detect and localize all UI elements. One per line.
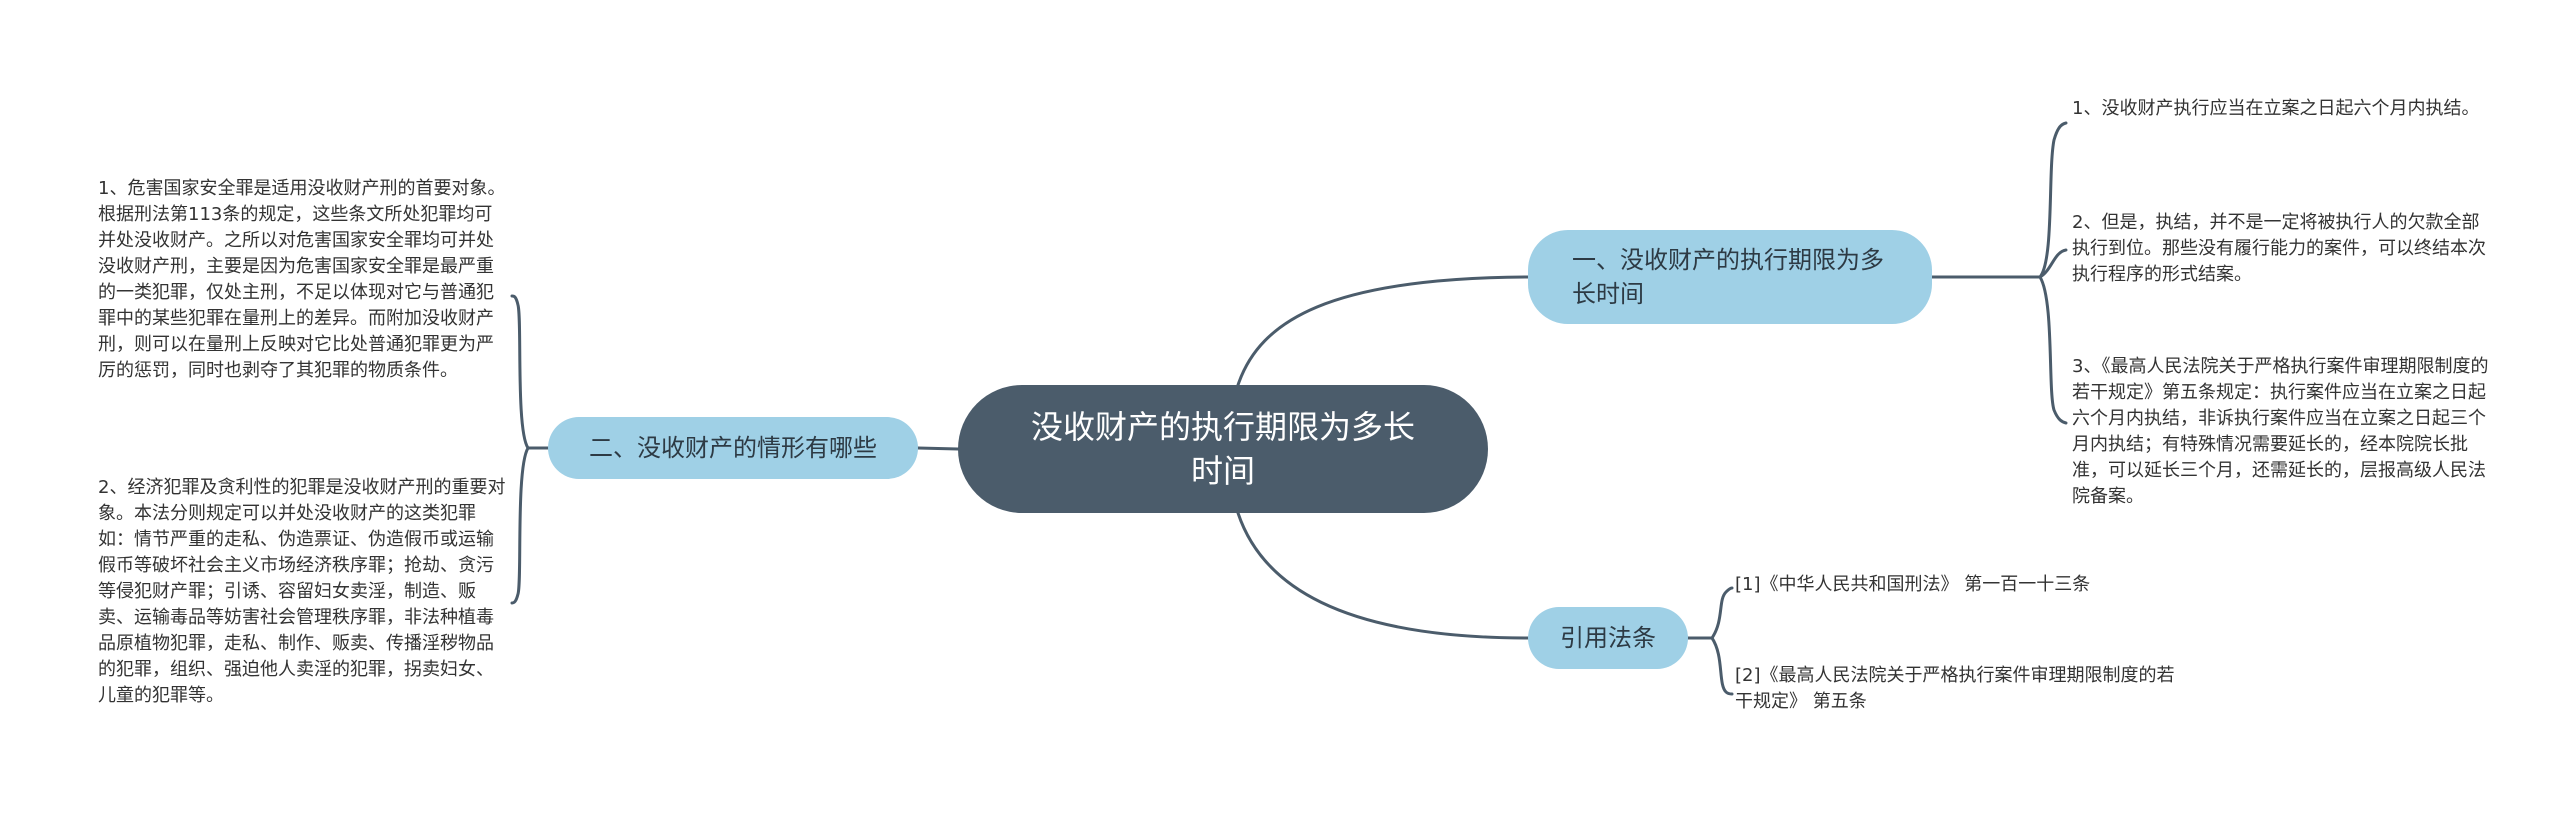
central-topic-label: 没收财产的执行期限为多长时间 bbox=[1030, 408, 1415, 490]
connector-topic-1-leaf-3 bbox=[2038, 275, 2068, 425]
connector-center-topic-2 bbox=[916, 446, 960, 451]
connector-topic-2-leaf-1 bbox=[510, 294, 530, 450]
topic-cited-laws-label: 引用法条 bbox=[1560, 624, 1656, 652]
topic-execution-period[interactable]: 一、没收财产的执行期限为多长时间 bbox=[1528, 230, 1932, 324]
connector-topic-3-leaf-2 bbox=[1710, 636, 1734, 696]
leaf-confiscation-cases-2[interactable]: 2、经济犯罪及贪利性的犯罪是没收财产刑的重要对象。本法分则规定可以并处没收财产的… bbox=[98, 477, 506, 706]
leaf-cited-law-1[interactable]: [1]《中华人民共和国刑法》 第一百一十三条 bbox=[1735, 574, 2091, 595]
leaf-cited-law-2[interactable]: [2]《最高人民法院关于严格执行案件审理期限制度的若干规定》 第五条 bbox=[1735, 665, 2175, 712]
connector-topic-1-leaf-1 bbox=[2038, 121, 2068, 279]
topic-execution-period-label: 一、没收财产的执行期限为多长时间 bbox=[1572, 246, 1884, 308]
topic-cited-laws[interactable]: 引用法条 bbox=[1528, 607, 1688, 669]
topic-confiscation-cases[interactable]: 二、没收财产的情形有哪些 bbox=[548, 417, 918, 479]
connector-center-topic-1 bbox=[1236, 275, 1530, 387]
connector-topic-1-leaf-2 bbox=[2038, 248, 2068, 279]
central-topic[interactable]: 没收财产的执行期限为多长时间 bbox=[958, 385, 1488, 513]
leaf-execution-period-2[interactable]: 2、但是，执结，并不是一定将被执行人的欠款全部执行到位。那些没有履行能力的案件，… bbox=[2072, 212, 2486, 285]
leaf-execution-period-1[interactable]: 1、没收财产执行应当在立案之日起六个月内执结。 bbox=[2072, 98, 2480, 119]
connector-topic-2-leaf-2 bbox=[510, 446, 530, 605]
leaf-confiscation-cases-1[interactable]: 1、危害国家安全罪是适用没收财产刑的首要对象。根据刑法第113条的规定，这些条文… bbox=[98, 178, 506, 381]
topic-confiscation-cases-label: 二、没收财产的情形有哪些 bbox=[589, 434, 877, 462]
leaf-execution-period-3[interactable]: 3、《最高人民法院关于严格执行案件审理期限制度的若干规定》第五条规定：执行案件应… bbox=[2072, 356, 2489, 507]
connector-topic-3-leaf-1 bbox=[1710, 586, 1734, 640]
connector-center-topic-3 bbox=[1236, 511, 1530, 640]
